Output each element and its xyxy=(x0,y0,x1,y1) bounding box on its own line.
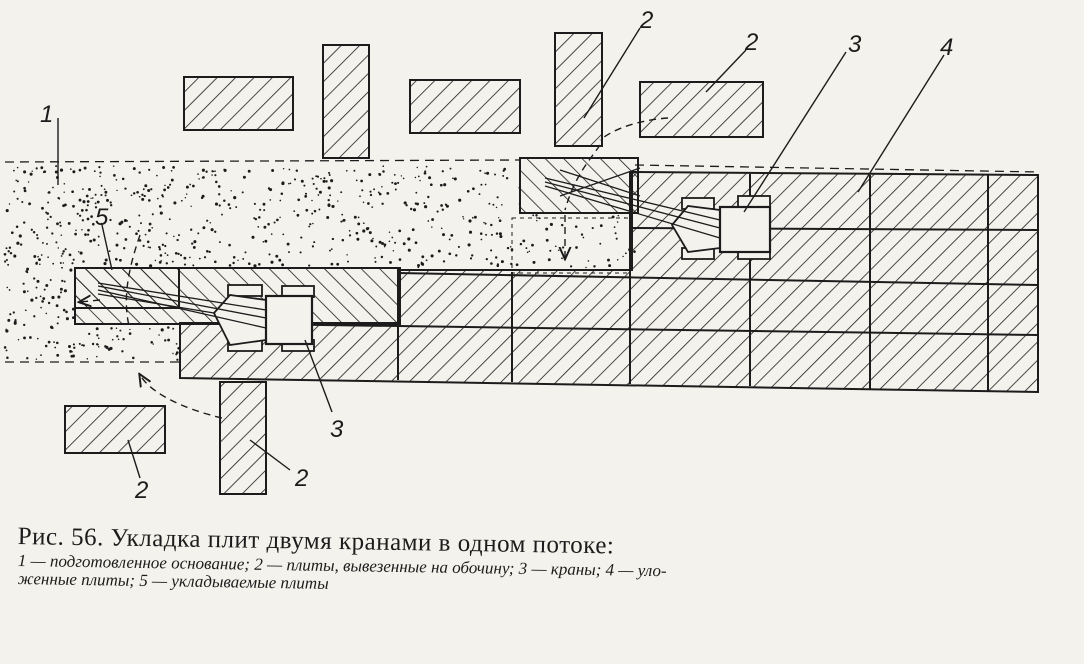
callout-slabs-bottom: 2 xyxy=(294,465,308,492)
callout-crane-left: 3 xyxy=(330,416,344,443)
callout-labels: 1 5 2 2 3 4 3 2 2 xyxy=(40,7,953,504)
leader-lines xyxy=(57,27,945,479)
crane-left xyxy=(97,282,315,352)
callout-base: 1 xyxy=(40,101,53,128)
callout-crane-right: 3 xyxy=(848,31,862,58)
callout-laying-slabs: 5 xyxy=(95,204,109,231)
callout-slabs-top-right: 2 xyxy=(744,29,758,56)
callout-slabs-top: 2 xyxy=(639,7,653,34)
callout-laid-slabs: 4 xyxy=(940,34,953,61)
figure-caption: Рис. 56. Укладка плит двумя кранами в од… xyxy=(18,522,1068,593)
crane-right xyxy=(544,167,772,260)
shoulder-slabs xyxy=(64,32,764,495)
callout-slabs-bottom-left: 2 xyxy=(134,477,148,504)
movement-arrows xyxy=(80,117,669,419)
